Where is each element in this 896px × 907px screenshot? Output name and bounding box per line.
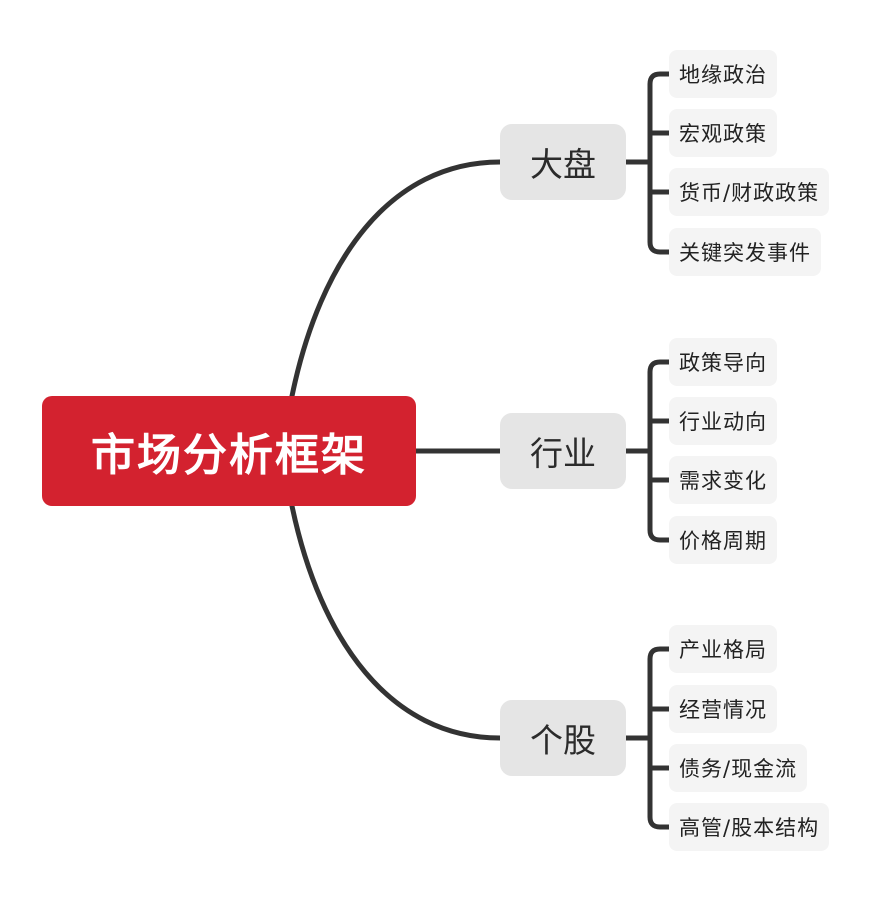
leaf-label: 货币/财政政策 (679, 181, 820, 205)
root-node[interactable]: 市场分析框架 (42, 396, 416, 506)
leaf-label: 经营情况 (679, 698, 767, 722)
leaf-label: 需求变化 (679, 469, 767, 493)
leaf-label: 债务/现金流 (679, 757, 798, 781)
leaf-node[interactable]: 高管/股本结构 (669, 803, 830, 851)
link-root-branch-1 (289, 159, 503, 399)
branch-node-hangye[interactable]: 行业 (500, 413, 626, 489)
branch-node-gegu[interactable]: 个股 (500, 700, 626, 776)
bracket-branch-2 (623, 359, 672, 543)
leaf-node[interactable]: 产业格局 (669, 625, 777, 673)
link-root-branch-3 (289, 503, 503, 741)
leaf-node[interactable]: 宏观政策 (669, 109, 777, 157)
leaf-node[interactable]: 政策导向 (669, 338, 777, 386)
leaf-node[interactable]: 关键突发事件 (669, 228, 821, 276)
branch-label: 大盘 (530, 145, 596, 184)
leaf-node[interactable]: 货币/财政政策 (669, 168, 830, 216)
leaf-label: 地缘政治 (679, 63, 767, 87)
bracket-branch-1 (623, 71, 672, 255)
branch-label: 个股 (530, 721, 596, 760)
leaf-node[interactable]: 经营情况 (669, 685, 777, 733)
leaf-label: 价格周期 (679, 529, 767, 553)
leaf-node[interactable]: 需求变化 (669, 456, 777, 504)
leaf-label: 产业格局 (679, 638, 767, 662)
leaf-label: 宏观政策 (679, 122, 767, 146)
leaf-label: 高管/股本结构 (679, 816, 820, 840)
branch-node-dapan[interactable]: 大盘 (500, 124, 626, 200)
leaf-label: 行业动向 (679, 410, 767, 434)
leaf-node[interactable]: 价格周期 (669, 516, 777, 564)
branch-label: 行业 (530, 434, 596, 473)
bracket-branch-3 (623, 646, 672, 830)
leaf-label: 政策导向 (679, 351, 767, 375)
leaf-node[interactable]: 债务/现金流 (669, 744, 808, 792)
leaf-node[interactable]: 行业动向 (669, 397, 777, 445)
root-label: 市场分析框架 (91, 430, 367, 481)
leaf-label: 关键突发事件 (679, 241, 811, 265)
leaf-node[interactable]: 地缘政治 (669, 50, 777, 98)
